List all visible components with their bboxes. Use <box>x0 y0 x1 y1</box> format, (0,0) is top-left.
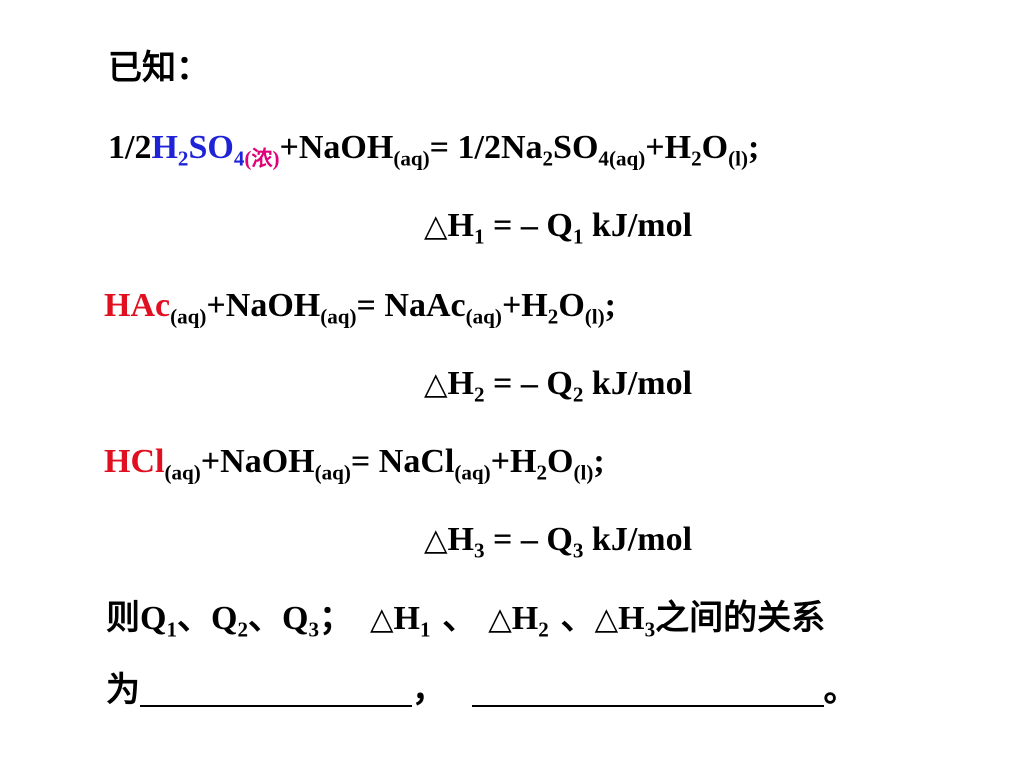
equation-3: HCl(aq)+NaOH(aq)= NaCl(aq)+H2O(l); <box>104 443 605 485</box>
concentrated-state: (浓) <box>244 146 280 171</box>
triangle-icon: △ <box>370 602 394 637</box>
triangle-icon: △ <box>424 209 448 244</box>
question-line: 则Q1、Q2、Q3； △H1 、 △H2 、△H3之间的关系 <box>106 598 826 642</box>
answer-blank-1[interactable] <box>140 675 412 707</box>
equation-2: HAc(aq)+NaOH(aq)= NaAc(aq)+H2O(l); <box>104 287 616 329</box>
triangle-icon: △ <box>594 602 619 637</box>
acetic-acid: HAc <box>104 287 171 324</box>
answer-blank-2[interactable] <box>471 675 824 707</box>
delta-h2: △H2 = – Q2 kJ/mol <box>424 365 693 407</box>
triangle-icon: △ <box>424 523 448 558</box>
triangle-icon: △ <box>488 602 512 637</box>
known-heading: 已知： <box>108 48 210 88</box>
sulfuric-acid: H2SO4 <box>151 129 245 171</box>
delta-h1: △H1 = – Q1 kJ/mol <box>424 207 693 249</box>
delta-h3: △H3 = – Q3 kJ/mol <box>424 521 693 563</box>
hydrochloric-acid: HCl <box>104 443 165 480</box>
equation-1: 1/2H2SO4(浓)+NaOH(aq)= 1/2Na2SO4(aq)+H2O(… <box>108 129 760 171</box>
answer-line: 为， 。 <box>106 670 858 710</box>
coef: 1/2 <box>108 129 152 166</box>
triangle-icon: △ <box>424 367 448 402</box>
